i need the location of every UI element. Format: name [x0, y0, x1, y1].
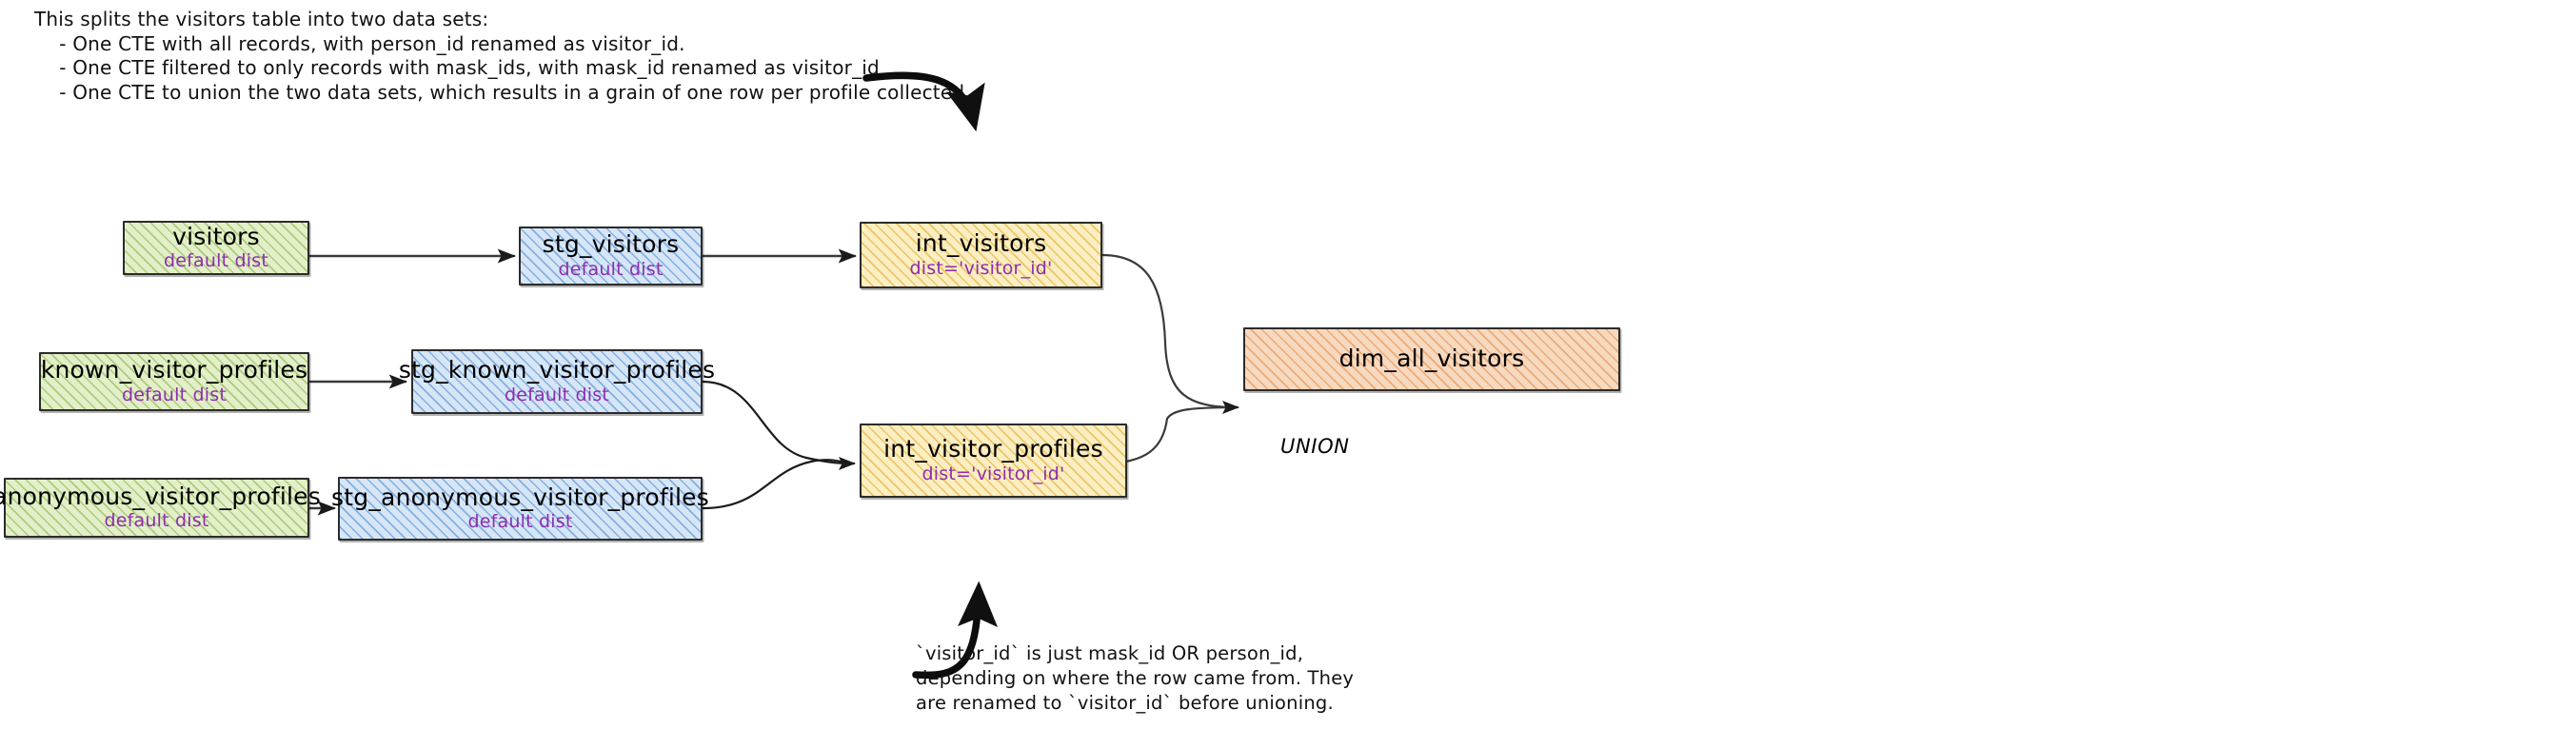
top-annotation-note: This splits the visitors table into two …	[34, 8, 971, 104]
node-stg-visitors[interactable]: stg_visitors default dist	[519, 227, 703, 286]
node-int-visitor-profiles[interactable]: int_visitor_profiles dist='visitor_id'	[860, 424, 1127, 498]
node-title: visitors	[172, 222, 260, 250]
node-int-visitors[interactable]: int_visitors dist='visitor_id'	[860, 222, 1102, 288]
node-title: stg_known_visitor_profiles	[398, 356, 716, 384]
edge-stg-known-to-int-visitor-profiles	[701, 380, 856, 470]
node-subtitle: default dist	[505, 384, 609, 405]
node-title: int_visitor_profiles	[883, 435, 1103, 463]
node-title: known_visitor_profiles	[40, 356, 308, 384]
union-label: UNION	[1280, 435, 1350, 458]
node-stg-anonymous-visitor-profiles[interactable]: stg_anonymous_visitor_profiles default d…	[331, 477, 709, 541]
edge-int-visitors-to-dim-all-visitors	[1100, 253, 1239, 414]
node-title: stg_anonymous_visitor_profiles	[331, 483, 709, 511]
node-subtitle: default dist	[558, 258, 664, 280]
bottom-annotation-note: `visitor_id` is just mask_id OR person_i…	[916, 642, 1355, 714]
node-subtitle: default dist	[164, 250, 268, 272]
node-title: int_visitors	[915, 229, 1047, 258]
node-title: stg_visitors	[542, 230, 680, 259]
node-subtitle: default dist	[122, 384, 227, 405]
node-subtitle: dist='visitor_id'	[909, 257, 1053, 279]
node-title: anonymous_visitor_profiles	[0, 482, 321, 510]
node-anonymous-visitor-profiles[interactable]: anonymous_visitor_profiles default dist	[0, 478, 321, 538]
node-subtitle: dist='visitor_id'	[921, 463, 1065, 484]
node-subtitle: default dist	[467, 511, 573, 533]
node-title: dim_all_visitors	[1338, 345, 1525, 373]
edge-stg-anonymous-to-int-visitor-profiles	[701, 457, 856, 510]
node-subtitle: default dist	[104, 510, 209, 532]
node-visitors[interactable]: visitors default dist	[123, 221, 309, 275]
node-dim-all-visitors[interactable]: dim_all_visitors	[1243, 327, 1620, 391]
node-stg-known-visitor-profiles[interactable]: stg_known_visitor_profiles default dist	[399, 349, 715, 414]
node-known-visitor-profiles[interactable]: known_visitor_profiles default dist	[39, 352, 309, 411]
